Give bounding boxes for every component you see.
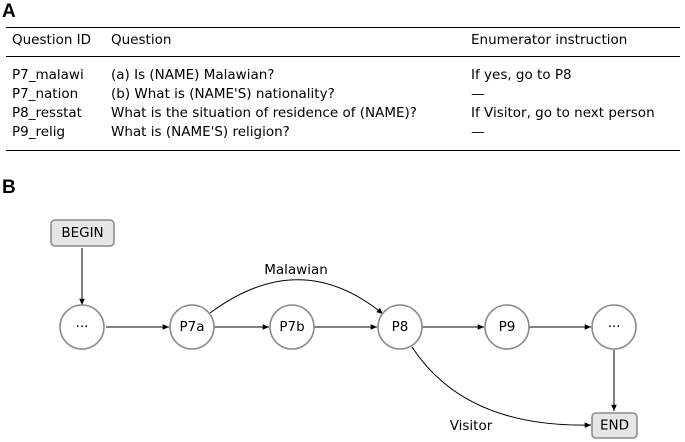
question-table: Question ID Question Enumerator instruct… xyxy=(6,27,680,151)
node-end-label: END xyxy=(600,418,629,434)
cell-question-id: P7_nation xyxy=(12,86,79,102)
cell-question: (a) Is (NAME) Malawian? xyxy=(111,67,275,83)
node-p7a: P7a xyxy=(169,304,215,350)
table-row: P7_malawi (a) Is (NAME) Malawian? If yes… xyxy=(6,57,680,86)
node-p9-label: P9 xyxy=(499,319,516,335)
node-end: END xyxy=(591,412,638,439)
table-row: P8_resstat What is the situation of resi… xyxy=(6,104,680,123)
node-dots-start: ··· xyxy=(59,304,105,350)
cell-instruction: — xyxy=(465,123,680,151)
node-begin: BEGIN xyxy=(50,219,115,247)
cell-question-id: P9_relig xyxy=(6,123,105,151)
node-p7a-label: P7a xyxy=(179,319,204,335)
cell-question: (b) What is (NAME'S) nationality? xyxy=(111,86,335,102)
node-p7b: P7b xyxy=(269,304,315,350)
node-p8-label: P8 xyxy=(392,319,409,335)
edge-label-visitor: Visitor xyxy=(450,418,493,434)
cell-instruction: If yes, go to P8 xyxy=(471,67,572,83)
table-row: P9_relig What is (NAME'S) religion? — xyxy=(6,123,680,151)
header-question: Question xyxy=(105,27,465,57)
node-begin-label: BEGIN xyxy=(61,225,103,241)
header-question-id: Question ID xyxy=(6,27,105,57)
node-p9: P9 xyxy=(484,304,530,350)
cell-instruction: If Visitor, go to next person xyxy=(471,105,655,121)
node-dots-start-label: ··· xyxy=(76,319,89,335)
table-header-row: Question ID Question Enumerator instruct… xyxy=(6,27,680,57)
cell-question: What is (NAME'S) religion? xyxy=(105,123,465,151)
cell-instruction: — xyxy=(471,86,485,102)
node-dots-end-label: ··· xyxy=(608,319,621,335)
edge-label-malawian: Malawian xyxy=(264,262,328,278)
edge-p8-to-end-visitor xyxy=(411,346,592,428)
panel-a-label: A xyxy=(2,1,16,22)
panel-b-label: B xyxy=(2,177,16,198)
header-enumerator-instruction: Enumerator instruction xyxy=(465,27,680,57)
node-p7b-label: P7b xyxy=(279,319,304,335)
table-row: P7_nation (b) What is (NAME'S) nationali… xyxy=(6,85,680,104)
node-p8: P8 xyxy=(377,304,423,350)
cell-question-id: P8_resstat xyxy=(12,105,82,121)
cell-question: What is the situation of residence of (N… xyxy=(111,105,417,121)
edge-p7a-to-p8-malawian xyxy=(209,279,384,315)
cell-question-id: P7_malawi xyxy=(12,67,84,83)
node-dots-end: ··· xyxy=(591,304,637,350)
